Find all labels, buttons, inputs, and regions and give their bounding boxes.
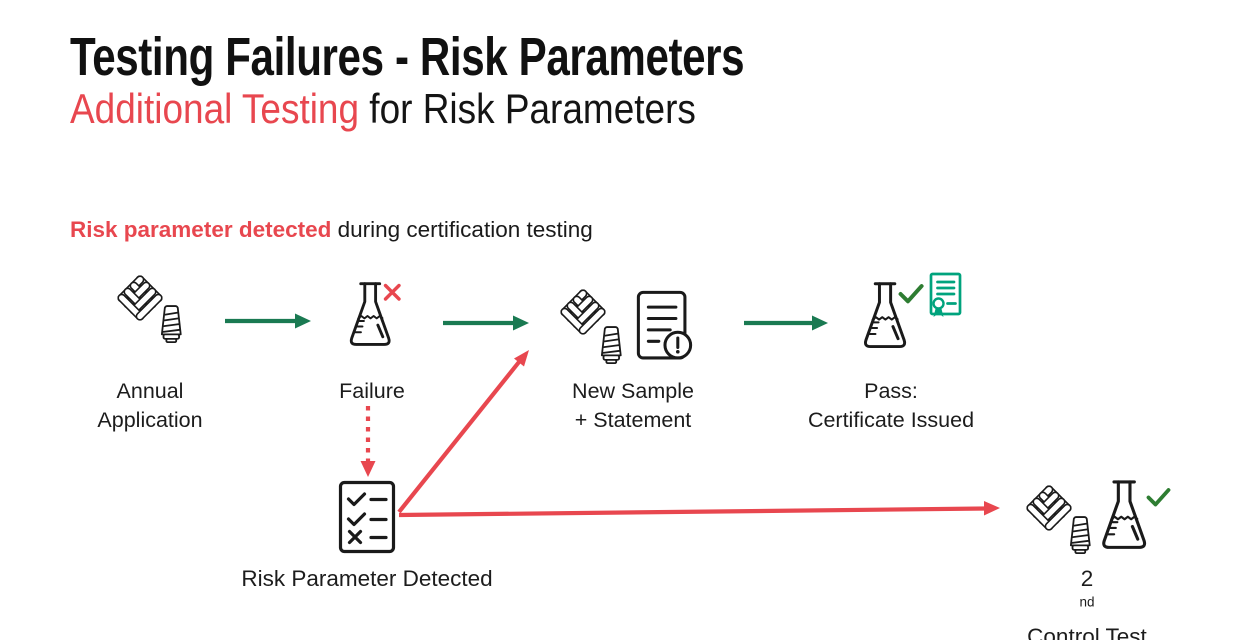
label-new-sample: New Sample + Statement	[572, 377, 694, 435]
check-icon	[1146, 488, 1171, 507]
label-line: Pass:	[864, 379, 918, 403]
label-annual-application: Annual Application	[97, 377, 202, 435]
fabric-swatch-icon	[1024, 483, 1074, 533]
label-failure: Failure	[339, 377, 405, 406]
fabric-swatch-icon	[115, 273, 165, 323]
fabric-swatch-icon	[558, 287, 608, 337]
red-arrow-to-control-test	[398, 501, 1000, 518]
label-line: Risk Parameter Detected	[241, 566, 493, 591]
green-arrow-1	[225, 313, 311, 329]
label-line: Application	[97, 408, 203, 432]
step-new-sample-icons	[558, 287, 693, 365]
check-icon	[898, 284, 924, 304]
red-arrow-to-new-sample	[397, 350, 529, 514]
label-line: New Sample	[572, 379, 694, 403]
label-control-test: 2 nd Control Test	[1027, 564, 1147, 640]
label-pass-certificate: Pass: Certificate Issued	[808, 377, 974, 435]
certificate-icon	[929, 272, 962, 319]
thread-cone-icon	[600, 326, 622, 365]
control-test-number: 2	[1080, 566, 1094, 591]
fail-x-icon	[383, 283, 401, 301]
label-line: 2 nd Control Test	[1027, 564, 1147, 640]
step-failure-icons	[349, 282, 401, 346]
lead-highlight: Risk parameter detected	[70, 217, 332, 242]
thread-cone-icon	[160, 305, 182, 344]
lead-rest: during certification testing	[331, 217, 593, 242]
label-risk-parameter-detected: Risk Parameter Detected	[241, 564, 492, 593]
flask-icon	[349, 282, 391, 346]
step-control-test-icons	[1024, 480, 1171, 555]
label-line: + Statement	[574, 408, 692, 432]
green-arrow-2	[443, 315, 529, 331]
step-pass-icons	[863, 272, 962, 349]
label-line: Failure	[339, 379, 405, 403]
red-dotted-arrow	[360, 406, 376, 477]
page-title: Testing Failures - Risk Parameters	[70, 27, 745, 87]
page-subtitle: Additional Testing for Risk Parameters	[70, 85, 696, 132]
label-line: Annual	[116, 379, 184, 403]
control-test-ordinal: nd	[1079, 594, 1095, 610]
thread-cone-icon	[1069, 516, 1091, 555]
subtitle-rest: for Risk Parameters	[359, 85, 696, 132]
green-arrow-3	[744, 315, 828, 331]
control-test-rest: Control Test	[1027, 624, 1147, 640]
checklist-icon	[338, 480, 396, 554]
flask-icon	[1102, 480, 1147, 549]
label-line: Certificate Issued	[807, 408, 975, 432]
statement-document-icon	[636, 290, 693, 360]
lead-text: Risk parameter detected during certifica…	[70, 216, 593, 243]
subtitle-highlight: Additional Testing	[70, 85, 360, 132]
step-annual-application-icons	[115, 273, 182, 344]
